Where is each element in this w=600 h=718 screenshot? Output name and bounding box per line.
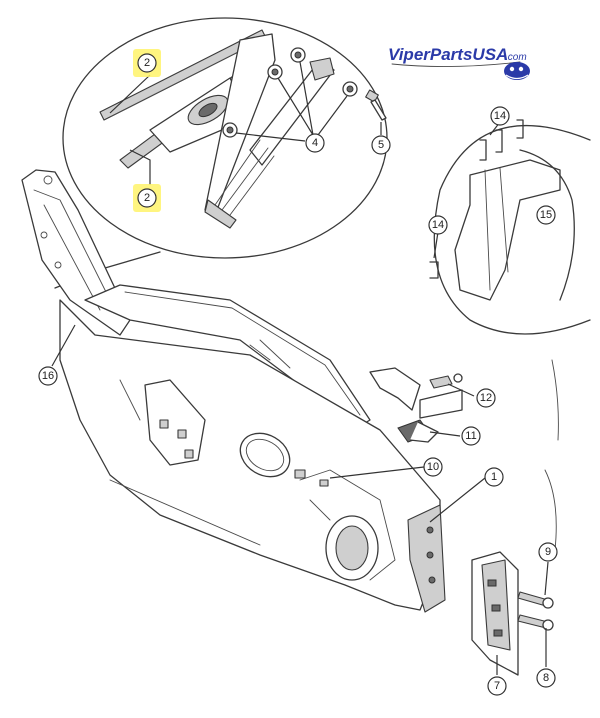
- latch-bracket-part: [369, 367, 463, 419]
- callout-c14a: 14: [490, 106, 510, 126]
- washer-set: [222, 47, 358, 138]
- callout-circle: [461, 426, 481, 446]
- callout-circle: [38, 366, 58, 386]
- callout-circle: [536, 668, 556, 688]
- callout-c5: 5: [371, 135, 391, 155]
- callout-number: 5: [378, 139, 384, 151]
- callout-number: 2: [144, 192, 150, 204]
- callout-c8: 8: [536, 668, 556, 688]
- callout-c10: 10: [423, 457, 443, 477]
- door-opening: [239, 432, 291, 478]
- callout-number: 12: [480, 392, 492, 404]
- callout-number: 11: [465, 430, 476, 442]
- callout-c7: 7: [487, 676, 507, 696]
- callout-circle: [536, 205, 556, 225]
- callout-number: 8: [543, 672, 549, 684]
- door-bumper-part: [397, 419, 439, 443]
- door-assembly: [21, 169, 446, 613]
- brand-logo[interactable]: ViperPartsUSA .com: [388, 45, 530, 80]
- callout-number: 1: [491, 471, 497, 483]
- callout-c9: 9: [538, 542, 558, 562]
- callout-number: 16: [42, 370, 54, 382]
- callout-c2a: 2: [133, 49, 161, 77]
- callout-c12: 12: [476, 388, 496, 408]
- callout-number: 14: [494, 110, 506, 122]
- callout-circle: [137, 188, 157, 208]
- hinge-part: [471, 551, 519, 676]
- callout-number: 14: [432, 219, 444, 231]
- callout-c4: 4: [305, 133, 325, 153]
- callout-circle: [423, 457, 443, 477]
- callout-circle: [137, 53, 157, 73]
- callout-c14b: 14: [428, 215, 448, 235]
- detail-bubble-top: [54, 17, 388, 289]
- logo-text-main: ViperPartsUSA: [388, 45, 508, 64]
- callout-c11: 11: [461, 426, 481, 446]
- viper-head-icon: [504, 62, 530, 80]
- callout-c2b: 2: [133, 184, 161, 212]
- callout-number: 9: [545, 546, 551, 558]
- hinge-bolts: [517, 591, 554, 631]
- callout-number: 2: [144, 57, 150, 69]
- callout-circle: [538, 542, 558, 562]
- callout-c16: 16: [38, 366, 58, 386]
- callout-number: 4: [312, 137, 318, 149]
- callout-circle: [371, 135, 391, 155]
- detail-bubble-right: [429, 119, 591, 335]
- callout-circle: [490, 106, 510, 126]
- callout-number: 10: [427, 461, 439, 473]
- bolt-part: [365, 89, 387, 121]
- callout-circle: [484, 467, 504, 487]
- callout-c15: 15: [536, 205, 556, 225]
- callout-circle: [487, 676, 507, 696]
- clip-part: [429, 119, 524, 279]
- callout-layer: 2 2 4 5 14 14 15 16 12 11 10 1 9 8 7: [38, 49, 558, 696]
- logo-text-suffix: .com: [505, 52, 527, 63]
- callout-circle: [476, 388, 496, 408]
- callout-circle: [428, 215, 448, 235]
- callout-number: 15: [540, 209, 552, 221]
- callout-c1: 1: [484, 467, 504, 487]
- logo-swoosh: [391, 61, 521, 68]
- callout-circle: [305, 133, 325, 153]
- callout-number: 7: [494, 680, 500, 692]
